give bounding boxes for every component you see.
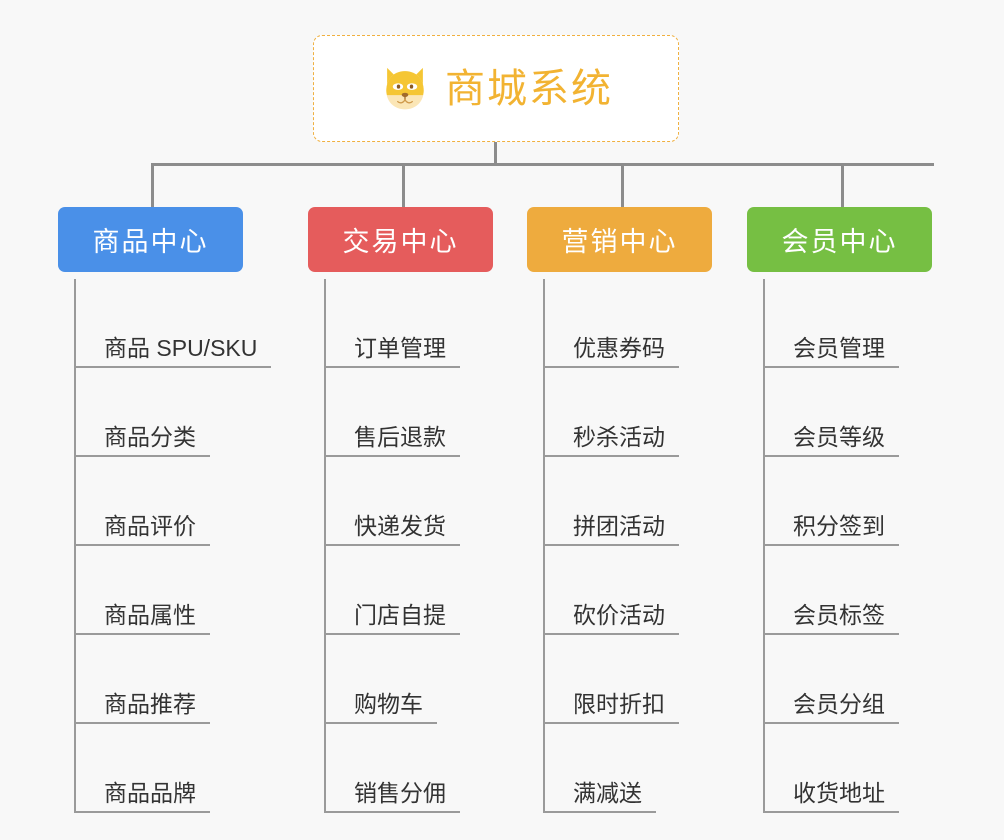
root-node[interactable]: 商城系统 xyxy=(313,35,679,142)
leaf-item[interactable]: 门店自提 xyxy=(324,546,554,635)
leaf-item[interactable]: 满减送 xyxy=(543,724,773,813)
leaf-label: 商品评价 xyxy=(74,513,210,546)
leaf-list-3: 优惠券码 秒杀活动 拼团活动 砍价活动 限时折扣 满减送 xyxy=(543,279,773,813)
leaf-item[interactable]: 秒杀活动 xyxy=(543,368,773,457)
category-header-1[interactable]: 商品中心 xyxy=(58,207,243,272)
leaf-label: 订单管理 xyxy=(324,335,460,368)
leaf-label: 会员等级 xyxy=(763,424,899,457)
leaf-item[interactable]: 商品推荐 xyxy=(74,635,304,724)
leaf-label: 商品品牌 xyxy=(74,780,210,813)
leaf-label: 砍价活动 xyxy=(543,602,679,635)
leaf-item[interactable]: 限时折扣 xyxy=(543,635,773,724)
category-header-3[interactable]: 营销中心 xyxy=(527,207,712,272)
root-title: 商城系统 xyxy=(445,66,613,111)
leaf-label: 会员管理 xyxy=(763,335,899,368)
leaf-label: 快递发货 xyxy=(324,513,460,546)
category-label-3: 营销中心 xyxy=(561,227,678,257)
leaf-list-4: 会员管理 会员等级 积分签到 会员标签 会员分组 收货地址 xyxy=(763,279,993,813)
leaf-item[interactable]: 购物车 xyxy=(324,635,554,724)
leaf-item[interactable]: 订单管理 xyxy=(324,279,554,368)
leaf-item[interactable]: 售后退款 xyxy=(324,368,554,457)
leaf-item[interactable]: 优惠券码 xyxy=(543,279,773,368)
leaf-label: 商品属性 xyxy=(74,602,210,635)
leaf-label: 商品分类 xyxy=(74,424,210,457)
leaf-item[interactable]: 拼团活动 xyxy=(543,457,773,546)
leaf-item[interactable]: 商品品牌 xyxy=(74,724,304,813)
category-spine-4 xyxy=(763,279,765,813)
leaf-item[interactable]: 会员标签 xyxy=(763,546,993,635)
leaf-label: 限时折扣 xyxy=(543,691,679,724)
connector-drop-3 xyxy=(621,163,624,208)
connector-drop-4 xyxy=(841,163,844,208)
leaf-label: 会员分组 xyxy=(763,691,899,724)
category-header-2[interactable]: 交易中心 xyxy=(308,207,493,272)
leaf-item[interactable]: 商品分类 xyxy=(74,368,304,457)
connector-root-stem xyxy=(494,142,497,165)
leaf-label: 收货地址 xyxy=(763,780,899,813)
leaf-label: 积分签到 xyxy=(763,513,899,546)
leaf-label: 会员标签 xyxy=(763,602,899,635)
leaf-list-1: 商品 SPU/SKU 商品分类 商品评价 商品属性 商品推荐 商品品牌 xyxy=(74,279,304,813)
leaf-label: 秒杀活动 xyxy=(543,424,679,457)
leaf-item[interactable]: 收货地址 xyxy=(763,724,993,813)
category-spine-3 xyxy=(543,279,545,813)
leaf-item[interactable]: 商品属性 xyxy=(74,546,304,635)
leaf-item[interactable]: 会员等级 xyxy=(763,368,993,457)
category-spine-2 xyxy=(324,279,326,813)
leaf-item[interactable]: 会员管理 xyxy=(763,279,993,368)
category-spine-1 xyxy=(74,279,76,813)
leaf-list-2: 订单管理 售后退款 快递发货 门店自提 购物车 销售分佣 xyxy=(324,279,554,813)
leaf-label: 销售分佣 xyxy=(324,780,460,813)
leaf-item[interactable]: 砍价活动 xyxy=(543,546,773,635)
leaf-item[interactable]: 商品 SPU/SKU xyxy=(74,279,304,368)
leaf-label: 拼团活动 xyxy=(543,513,679,546)
leaf-label: 门店自提 xyxy=(324,602,460,635)
category-label-1: 商品中心 xyxy=(92,227,209,257)
category-header-4[interactable]: 会员中心 xyxy=(747,207,932,272)
category-label-2: 交易中心 xyxy=(342,227,459,257)
leaf-label: 满减送 xyxy=(543,780,656,813)
leaf-label: 商品 SPU/SKU xyxy=(74,335,272,368)
leaf-label: 购物车 xyxy=(324,691,437,724)
connector-drop-1 xyxy=(151,163,154,208)
leaf-label: 商品推荐 xyxy=(74,691,210,724)
category-label-4: 会员中心 xyxy=(781,227,898,257)
leaf-label: 优惠券码 xyxy=(543,335,679,368)
leaf-label: 售后退款 xyxy=(324,424,460,457)
leaf-item[interactable]: 销售分佣 xyxy=(324,724,554,813)
leaf-item[interactable]: 商品评价 xyxy=(74,457,304,546)
connector-horizontal-bus xyxy=(151,163,934,166)
leaf-item[interactable]: 积分签到 xyxy=(763,457,993,546)
shiba-dog-icon xyxy=(386,67,424,109)
connector-drop-2 xyxy=(402,163,405,208)
leaf-item[interactable]: 会员分组 xyxy=(763,635,993,724)
leaf-item[interactable]: 快递发货 xyxy=(324,457,554,546)
